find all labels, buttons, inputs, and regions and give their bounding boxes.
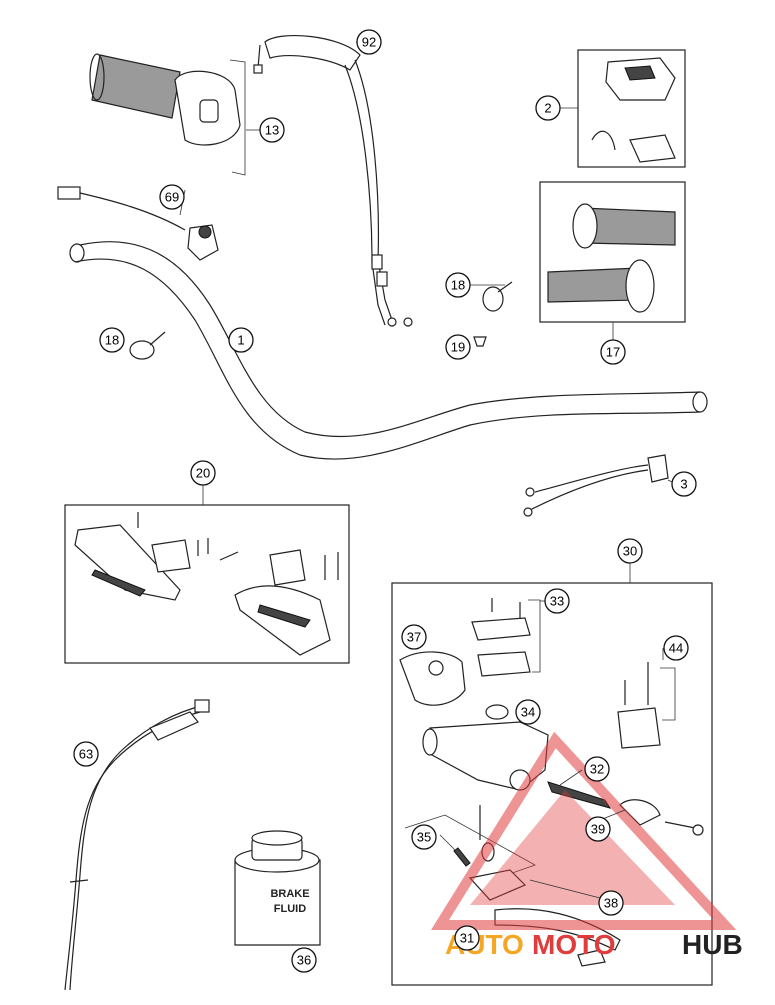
callout-69: 69 <box>159 184 185 210</box>
svg-text:32: 32 <box>590 762 604 777</box>
throttle-grip <box>89 53 246 176</box>
callout-31: 31 <box>454 925 480 951</box>
callout-19: 19 <box>445 334 471 360</box>
bottle-label-line2: FLUID <box>274 903 306 915</box>
svg-text:18: 18 <box>451 278 465 293</box>
box-part-20 <box>64 504 350 664</box>
svg-text:37: 37 <box>407 630 421 645</box>
svg-text:38: 38 <box>604 896 618 911</box>
svg-text:35: 35 <box>417 830 431 845</box>
svg-text:1: 1 <box>237 333 244 348</box>
svg-text:18: 18 <box>105 333 119 348</box>
svg-text:69: 69 <box>165 190 179 205</box>
svg-text:33: 33 <box>550 594 564 609</box>
cable-tie-right <box>482 281 513 312</box>
kill-switch <box>57 186 219 261</box>
box-part-17 <box>539 181 686 323</box>
callout-2: 2 <box>535 95 561 121</box>
svg-text:2: 2 <box>544 101 551 116</box>
callout-18-left: 18 <box>99 327 125 353</box>
svg-text:31: 31 <box>460 931 474 946</box>
brake-fluid-bottle: BRAKE FLUID <box>234 830 321 946</box>
callout-18-right: 18 <box>445 272 471 298</box>
watermark: AUTO MOTO HUB <box>431 731 743 960</box>
watermark-hub: HUB <box>682 929 743 960</box>
callout-37: 37 <box>401 624 427 650</box>
callout-36: 36 <box>291 947 317 973</box>
callout-34: 34 <box>515 699 541 725</box>
bottle-label-line1: BRAKE <box>270 888 309 900</box>
svg-text:44: 44 <box>669 641 683 656</box>
callout-33: 33 <box>544 588 570 614</box>
callout-17: 17 <box>600 339 626 365</box>
switch-part-3 <box>523 454 669 517</box>
cable-tie-left <box>129 331 166 360</box>
svg-text:39: 39 <box>591 822 605 837</box>
handlebar <box>69 241 708 460</box>
callout-39: 39 <box>585 816 611 842</box>
svg-text:19: 19 <box>451 340 465 355</box>
svg-text:92: 92 <box>362 35 376 50</box>
throttle-cables <box>253 34 413 327</box>
leader-lines <box>179 41 673 899</box>
box-part-30 <box>391 582 713 986</box>
callout-44: 44 <box>663 635 689 661</box>
watermark-moto: MOTO <box>532 929 615 960</box>
callout-38: 38 <box>598 890 624 916</box>
clutch-cable <box>64 699 210 991</box>
callout-32: 32 <box>584 756 610 782</box>
svg-text:17: 17 <box>606 345 620 360</box>
callout-3: 3 <box>671 471 697 497</box>
callout-20: 20 <box>190 460 216 486</box>
callout-92: 92 <box>356 29 382 55</box>
callout-63: 63 <box>73 741 99 767</box>
box-part-2 <box>577 49 686 168</box>
callout-30: 30 <box>617 538 643 564</box>
callout-35: 35 <box>411 824 437 850</box>
svg-text:36: 36 <box>297 953 311 968</box>
svg-text:20: 20 <box>196 466 210 481</box>
svg-text:63: 63 <box>79 747 93 762</box>
clip <box>473 336 487 347</box>
svg-text:3: 3 <box>680 477 687 492</box>
callout-13: 13 <box>259 117 285 143</box>
svg-text:34: 34 <box>521 705 535 720</box>
svg-text:30: 30 <box>623 544 637 559</box>
svg-text:13: 13 <box>265 123 279 138</box>
callout-1: 1 <box>228 327 254 353</box>
